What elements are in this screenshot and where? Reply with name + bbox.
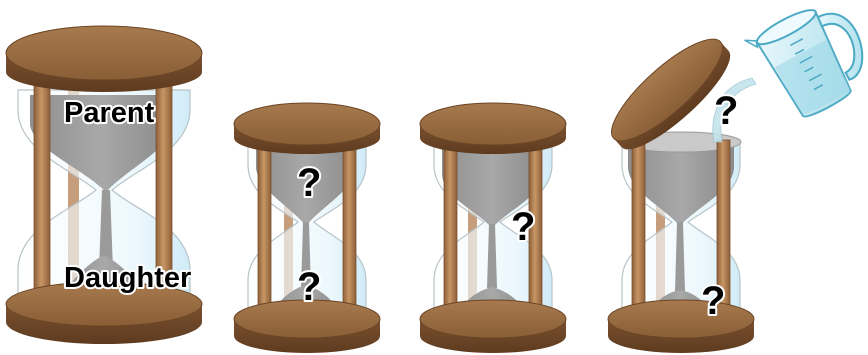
hourglass-1: Parent Daughter bbox=[6, 26, 202, 344]
hourglass-2-top-question-mark: ? bbox=[297, 161, 321, 205]
hourglass-2-right-post bbox=[343, 130, 356, 320]
hourglass-3: ? bbox=[420, 103, 566, 353]
hourglass-1-top-base bbox=[6, 26, 202, 80]
hourglass-1-left-post bbox=[34, 78, 50, 306]
hourglass-4-left-post bbox=[632, 140, 645, 320]
daughter-label: Daughter bbox=[64, 262, 191, 294]
hourglass-2: ? ? bbox=[234, 103, 380, 353]
hourglass-2-top-base bbox=[234, 103, 380, 145]
hourglass-3-left-post bbox=[444, 130, 457, 320]
hourglass-4: ? ? bbox=[599, 25, 756, 353]
measuring-cup-icon bbox=[745, 0, 868, 127]
hourglass-2-left-post bbox=[258, 130, 271, 320]
hourglass-3-question-mark: ? bbox=[511, 205, 535, 249]
hourglass-4-bottom-question-mark: ? bbox=[701, 279, 725, 323]
hourglass-4-bottom-base bbox=[608, 300, 754, 338]
hourglass-2-bottom-question-mark: ? bbox=[297, 265, 321, 309]
hourglass-4-pour-question-mark: ? bbox=[714, 89, 738, 133]
parent-label: Parent bbox=[64, 97, 155, 129]
hourglass-3-bottom-base bbox=[420, 300, 566, 338]
hourglass-3-top-base bbox=[420, 103, 566, 145]
